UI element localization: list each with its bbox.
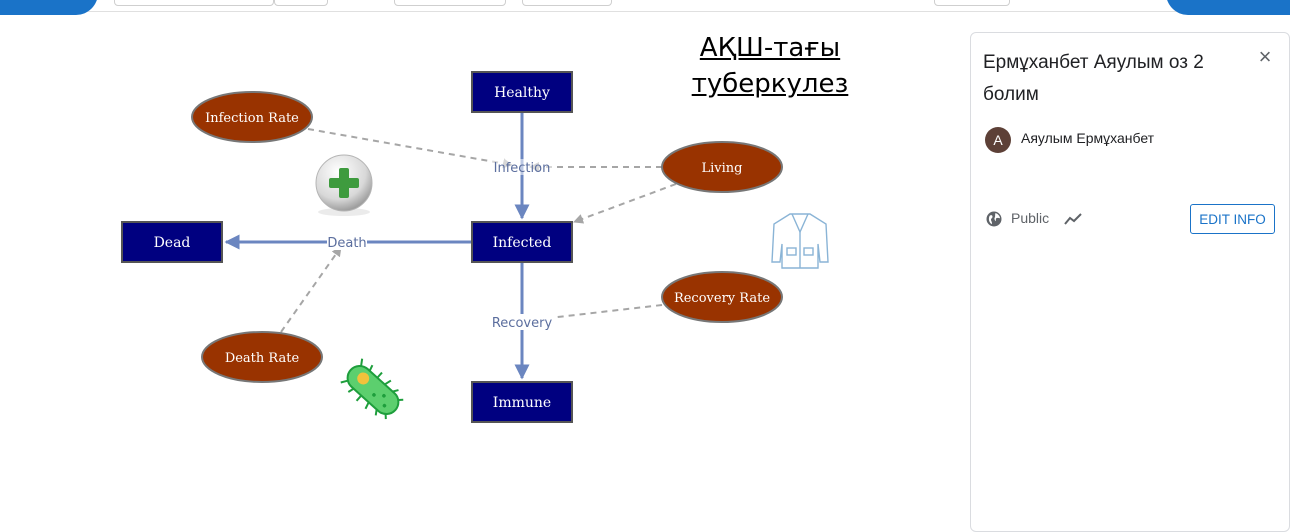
variable-death-rate[interactable]: Death Rate <box>201 331 323 383</box>
close-icon[interactable]: × <box>1258 44 1272 69</box>
link-infection-rate[interactable] <box>307 128 513 169</box>
globe-icon <box>986 211 1002 227</box>
variable-recovery-rate-label: Recovery Rate <box>674 291 770 306</box>
author-name[interactable]: Аяулым Ермұханбет <box>1021 130 1155 146</box>
stock-immune-label: Immune <box>493 395 551 411</box>
toolbar-field-1[interactable] <box>114 0 274 6</box>
stock-dead-label: Dead <box>154 235 191 251</box>
stock-immune[interactable]: Immune <box>471 381 573 423</box>
toolbar-field-4[interactable] <box>522 0 612 6</box>
flow-infection-label-bg <box>489 159 555 175</box>
stock-infected[interactable]: Infected <box>471 221 573 263</box>
variable-living[interactable]: Living <box>661 141 783 193</box>
model-canvas[interactable]: Infection Death Recovery Healthy Infecte… <box>0 12 968 528</box>
edit-info-button[interactable]: EDIT INFO <box>1190 204 1275 234</box>
variable-recovery-rate[interactable]: Recovery Rate <box>661 271 783 323</box>
flow-infection-label: Infection <box>494 161 551 176</box>
toolbar-menu-button[interactable] <box>0 0 98 15</box>
trend-icon[interactable] <box>1063 211 1083 227</box>
toolbar-field-5[interactable] <box>934 0 1010 6</box>
variable-infection-rate[interactable]: Infection Rate <box>191 91 313 143</box>
toolbar-field-2[interactable] <box>274 0 328 6</box>
avatar[interactable]: А <box>985 127 1011 153</box>
stock-infected-label: Infected <box>493 235 552 251</box>
stock-healthy[interactable]: Healthy <box>471 71 573 113</box>
link-living-infected[interactable] <box>573 183 677 224</box>
flow-recovery-label-bg <box>490 314 554 330</box>
diagram-title-line1: АҚШ-тағы <box>699 33 841 63</box>
stock-dead[interactable]: Dead <box>121 221 223 263</box>
lab-coat-icon <box>771 213 829 269</box>
bacteria-icon <box>340 358 404 420</box>
visibility-label: Public <box>1011 210 1050 226</box>
link-death-rate[interactable] <box>280 246 342 333</box>
plus-icon <box>315 154 373 216</box>
info-panel: Ермұханбет Аяулым оз 2 болим × А Аяулым … <box>970 32 1290 532</box>
stock-healthy-label: Healthy <box>494 85 550 101</box>
variable-death-rate-label: Death Rate <box>225 351 300 366</box>
top-toolbar <box>0 0 1290 15</box>
diagram-title: АҚШ-тағы туберкулез <box>680 30 860 102</box>
flow-death-label: Death <box>327 236 366 251</box>
variable-living-label: Living <box>702 161 743 176</box>
model-diagram: Infection Death Recovery Healthy Infecte… <box>121 71 829 423</box>
flow-death-label-bg <box>327 234 367 250</box>
flow-recovery-label: Recovery <box>492 316 553 331</box>
toolbar-share-button[interactable] <box>1166 0 1290 15</box>
variable-infection-rate-label: Infection Rate <box>205 111 299 126</box>
diagram-title-line2: туберкулез <box>691 69 849 99</box>
toolbar-field-3[interactable] <box>394 0 506 6</box>
model-title: Ермұханбет Аяулым оз 2 болим <box>983 52 1204 105</box>
